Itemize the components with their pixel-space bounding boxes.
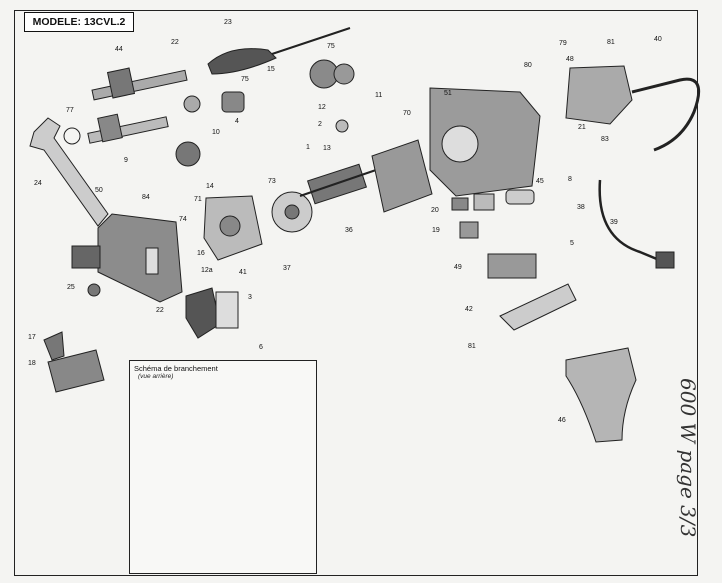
part-label-1: 1 [306,144,310,151]
part-switch [487,253,537,279]
part-label-74: 74 [179,216,187,223]
part-label-15: 15 [267,66,275,73]
part-cover-plate [499,283,577,331]
part-label-5: 5 [570,240,574,247]
part-armature [299,163,377,205]
part-label-22: 22 [156,307,164,314]
part-label-70: 70 [403,110,411,117]
part-gear-head [71,213,183,303]
part-label-46: 46 [558,417,566,424]
part-label-49: 49 [454,264,462,271]
part-label-20: 20 [431,207,439,214]
part-gear-11 [333,63,355,85]
part-spindle-44 [91,67,188,101]
schema-title: Schéma de branchement [134,364,218,373]
part-field [371,139,433,213]
part-label-80: 80 [524,62,532,69]
part-label-14: 14 [206,183,214,190]
part-label-8: 8 [568,176,572,183]
part-bearing-4 [221,91,245,113]
part-label-73: 73 [268,178,276,185]
part-label-77: 77 [66,107,74,114]
part-label-22: 22 [171,39,179,46]
part-label-44: 44 [115,46,123,53]
part-label-45: 45 [536,178,544,185]
part-brush-holder [473,193,495,211]
part-label-23: 23 [224,19,232,26]
model-title: MODELE: 13CVL.2 [24,12,134,32]
part-label-17: 17 [28,334,36,341]
part-wrench [29,117,109,227]
part-label-25: 25 [67,284,75,291]
part-label-41: 41 [239,269,247,276]
part-label-71: 71 [194,196,202,203]
part-label-19: 19 [432,227,440,234]
part-rear-cover [565,65,633,125]
part-brush-20 [451,197,469,211]
part-label-11: 11 [375,92,382,99]
part-label-42: 42 [465,306,473,313]
part-spindle-9 [87,113,169,144]
part-label-12a: 12a [201,267,213,274]
wiring-schematic-box [129,360,317,574]
part-label-83: 83 [601,136,609,143]
handwritten-note: 600 W page 3/3 [676,378,700,538]
part-label-36: 36 [345,227,353,234]
part-label-12: 12 [318,104,326,111]
part-label-37: 37 [283,265,291,272]
part-capacitor [505,189,535,205]
part-label-48: 48 [566,56,574,63]
part-label-10: 10 [212,129,220,136]
part-label-2: 2 [318,121,322,128]
part-label-9: 9 [124,157,128,164]
part-motor-housing [429,87,541,197]
part-label-75: 75 [327,43,335,50]
part-screwdriver [207,27,351,75]
part-gear-10 [175,141,201,167]
part-label-84: 84 [142,194,150,201]
part-label-51: 51 [444,90,452,97]
part-chuck [43,331,105,393]
part-label-24: 24 [34,180,42,187]
part-cord-39 [598,179,665,264]
part-label-81: 81 [468,343,476,350]
part-label-13: 13 [323,145,331,152]
part-label-50: 50 [95,187,103,194]
part-label-81: 81 [607,39,615,46]
part-label-75: 75 [241,76,249,83]
part-label-40: 40 [654,36,662,43]
sheet-frame [14,10,698,576]
part-label-79: 79 [559,40,567,47]
part-label-6: 6 [259,344,263,351]
part-label-21: 21 [578,124,586,131]
part-brush-19 [459,221,479,239]
part-screw-25 [87,283,101,297]
part-label-16: 16 [197,250,205,257]
part-label-39: 39 [610,219,618,226]
schema-subtitle: (vue arrière) [138,373,174,380]
part-label-18: 18 [28,360,36,367]
part-handle [565,347,637,443]
part-washer-2 [335,119,349,133]
part-ring-22 [183,95,201,113]
part-cord [631,77,701,152]
part-label-38: 38 [577,204,585,211]
part-label-4: 4 [235,118,239,125]
part-label-3: 3 [248,294,252,301]
part-trigger [185,287,221,339]
